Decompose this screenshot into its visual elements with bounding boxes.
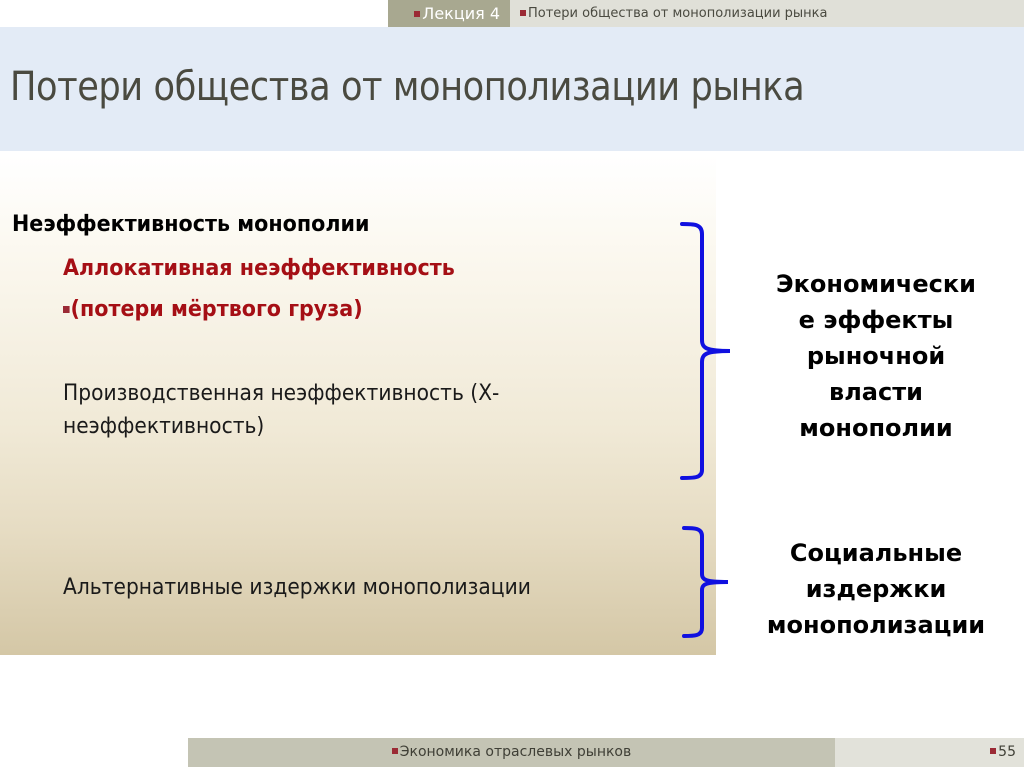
bullet-icon <box>520 9 526 16</box>
economic-effects-line: монополии <box>799 414 953 442</box>
allocative-inefficiency: Аллокативная неэффективность <box>63 256 455 281</box>
page-title: Потери общества от монополизации рынка <box>10 64 805 110</box>
lecture-label: Лекция 4 <box>422 4 500 23</box>
economic-effects-line: власти <box>829 378 923 406</box>
deadweight-loss-text: (потери мёртвого груза) <box>70 297 363 322</box>
footer-course-bar: Экономика отраслевых рынков <box>188 738 835 767</box>
footer-course: Экономика отраслевых рынков <box>399 744 632 760</box>
economic-effects-line: Экономически <box>776 270 976 298</box>
bullet-icon <box>391 748 398 754</box>
deadweight-loss-item: (потери мёртвого груза) <box>63 297 363 322</box>
social-costs-line: издержки <box>805 575 947 603</box>
economic-effects-line: рыночной <box>806 342 946 370</box>
social-costs-label: Социальные издержки монополизации <box>745 535 1007 643</box>
title-band <box>0 27 1024 151</box>
right-brace-icon <box>680 222 731 480</box>
bullet-icon <box>63 305 70 313</box>
social-costs-line: монополизации <box>766 611 986 639</box>
economic-effects-label: Экономически е эффекты рыночной власти м… <box>748 266 1004 446</box>
right-brace-icon <box>682 526 729 638</box>
header-lecture-tab: Лекция 4 <box>388 0 510 27</box>
inefficiency-heading: Неэффективность монополии <box>12 212 370 237</box>
footer-page-bar: 55 <box>835 738 1024 767</box>
alternative-costs: Альтернативные издержки монополизации <box>63 575 531 600</box>
productive-inefficiency: Производственная неэффективность (Х-неэф… <box>63 381 500 439</box>
header-subtitle-bar: Потери общества от монополизации рынка <box>510 0 1024 27</box>
bullet-icon <box>414 10 421 17</box>
content-panel <box>0 155 716 655</box>
social-costs-line: Социальные <box>789 539 963 567</box>
bullet-icon <box>990 748 997 754</box>
page-number: 55 <box>998 744 1016 760</box>
header-subtitle: Потери общества от монополизации рынка <box>528 6 828 21</box>
economic-effects-line: е эффекты <box>798 306 954 334</box>
